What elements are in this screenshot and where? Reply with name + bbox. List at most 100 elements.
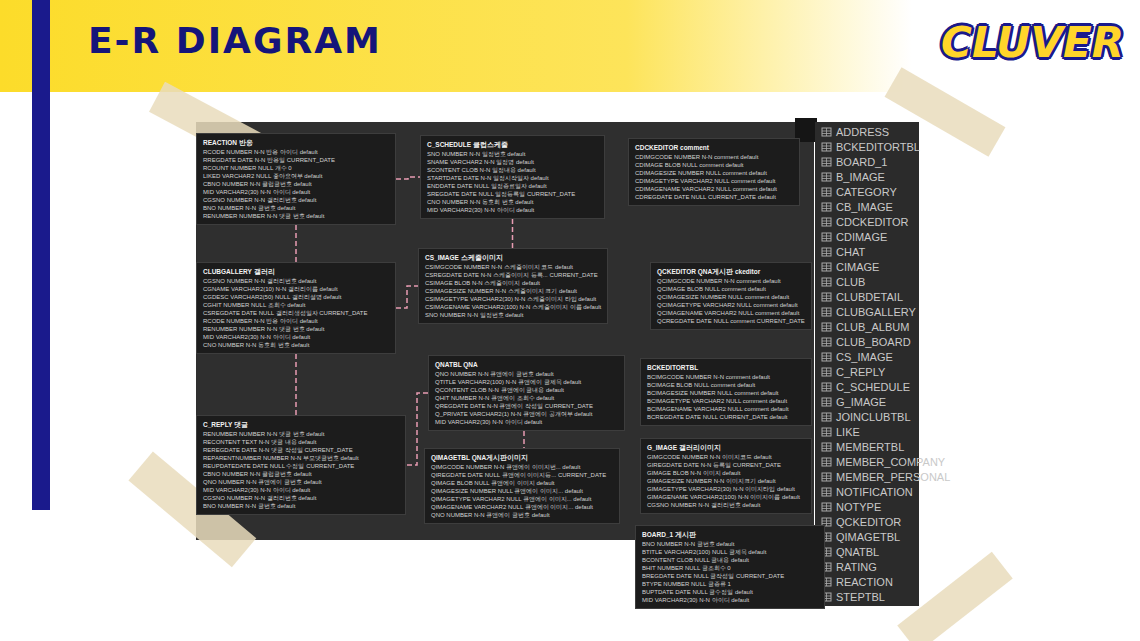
column-row: SREGDATE DATE NULL 일정등록일 CURRENT_DATE bbox=[427, 190, 598, 198]
column-row: RREGDATE DATE N-N 반응일 CURRENT_DATE bbox=[203, 156, 389, 164]
table-icon bbox=[822, 218, 831, 226]
entity-table: CLUBGALLERY 갤러리CGSNO NUMBER N-N 갤러리번호 de… bbox=[196, 262, 396, 354]
table-list-item: MEMBER_PERSONAL bbox=[836, 471, 950, 484]
column-row: QCIMAGE BLOB NULL comment default bbox=[657, 285, 805, 293]
table-icon bbox=[822, 173, 831, 181]
table-icon-frame bbox=[822, 503, 831, 511]
entity-table: BCKEDITORTBLBCIMGCODE NUMBER N-N comment… bbox=[640, 358, 812, 426]
column-row: BREGDATE DATE NULL 글작성일 CURRENT_DATE bbox=[642, 572, 818, 580]
table-list-item: CHAT bbox=[836, 246, 865, 259]
table-icon bbox=[822, 458, 831, 466]
table-icon bbox=[822, 248, 831, 256]
table-icon-grid bbox=[822, 338, 831, 346]
column-row: RENUMBER NUMBER N-N 댓글 번호 default bbox=[203, 325, 389, 333]
table-list-item: STEPTBL bbox=[836, 591, 885, 604]
column-row: GIMAGE BLOB N-N 이미지 default bbox=[647, 469, 805, 477]
table-icon bbox=[822, 143, 831, 151]
table-list-item: C_SCHEDULE bbox=[836, 381, 910, 394]
table-icon bbox=[822, 308, 831, 316]
column-row: QNO NUMBER N-N 큐앤에이 글번호 default bbox=[435, 370, 618, 378]
table-icon-grid bbox=[822, 473, 831, 481]
table-name: G_IMAGE 갤러리이미지 bbox=[647, 442, 805, 453]
relationship-line bbox=[512, 219, 514, 248]
table-icon-frame bbox=[822, 158, 831, 166]
table-list-item: CLUBGALLERY bbox=[836, 306, 916, 319]
column-row: CNO NUMBER N-N 동호회 번호 default bbox=[203, 341, 389, 349]
entity-table: G_IMAGE 갤러리이미지GIMGCODE NUMBER N-N 이미지코드 … bbox=[640, 438, 812, 514]
column-row: RCODE NUMBER N-N 반응 아이디 default bbox=[203, 317, 389, 325]
table-icon-frame bbox=[822, 368, 831, 376]
table-icon bbox=[822, 398, 831, 406]
table-list-item: JOINCLUBTBL bbox=[836, 411, 911, 424]
column-row: MID VARCHAR2(30) N-N 아이디 default bbox=[203, 486, 399, 494]
table-icon-frame bbox=[822, 128, 831, 136]
tape bbox=[897, 552, 1012, 641]
table-icon bbox=[822, 488, 831, 496]
table-list-item: CLUB_ALBUM bbox=[836, 321, 909, 334]
column-row: MID VARCHAR2(30) N-N 아이디 default bbox=[203, 333, 389, 341]
table-name: C_SCHEDULE 클럽스케줄 bbox=[427, 139, 598, 150]
column-row: RENUMBER NUMBER N-N 댓글 번호 default bbox=[203, 430, 399, 438]
column-row: CSIMAGENAME VARCHAR2(100) N-N 스케줄이미지 이름 … bbox=[425, 303, 601, 311]
column-row: BCIMAGENAME VARCHAR2 NULL comment defaul… bbox=[647, 405, 805, 413]
table-icon bbox=[822, 383, 831, 391]
table-icon-grid bbox=[822, 308, 831, 316]
table-list-item: NOTIFICATION bbox=[836, 486, 913, 499]
column-row: GIMAGESIZE NUMBER N-N 이미지크기 default bbox=[647, 477, 805, 485]
table-icon bbox=[822, 338, 831, 346]
table-list-item: MEMBER_COMPANY bbox=[836, 456, 945, 469]
column-row: STARTDATE DATE N-N 일정시작일자 default bbox=[427, 174, 598, 182]
table-icon-grid bbox=[822, 443, 831, 451]
table-icon-grid bbox=[822, 503, 831, 511]
column-row: QIMAGETYPE VARCHAR2 NULL 큐앤에이 이미지... def… bbox=[431, 495, 613, 503]
column-row: RCOUNT NUMBER NULL 개수 0 bbox=[203, 164, 389, 172]
column-row: GIREGDATE DATE N-N 등록일 CURRENT_DATE bbox=[647, 461, 805, 469]
table-icon bbox=[822, 263, 831, 271]
table-icon bbox=[822, 368, 831, 376]
table-icon-frame bbox=[822, 383, 831, 391]
table-list-item: MEMBERTBL bbox=[836, 441, 904, 454]
table-icon-frame bbox=[822, 263, 831, 271]
column-row: MID VARCHAR2(30) N-N 아이디 default bbox=[435, 418, 618, 426]
column-row: CSIMGCODE NUMBER N-N 스케줄이미지 코드 default bbox=[425, 263, 601, 271]
column-row: BCIMAGESIZE NUMBER NULL comment default bbox=[647, 389, 805, 397]
column-row: REPARENTNUMBER NUMBER N-N 부모댓글번호 default bbox=[203, 454, 399, 462]
table-icon-grid bbox=[822, 143, 831, 151]
table-list-item: BCKEDITORTBL bbox=[836, 141, 920, 154]
column-row: CSIMAGETYPE VARCHAR2(30) N-N 스케줄이미지 타입 d… bbox=[425, 295, 601, 303]
column-row: CBNO NUMBER N-N 클럽글번호 default bbox=[203, 470, 399, 478]
entity-table: QCKEDITOR QNA게시판 ckeditorQCIMGCODE NUMBE… bbox=[650, 262, 812, 330]
table-icon-frame bbox=[822, 488, 831, 496]
column-row: BNO NUMBER N-N 글번호 default bbox=[203, 502, 399, 510]
table-icon-frame bbox=[822, 413, 831, 421]
table-list-item: CDIMAGE bbox=[836, 231, 887, 244]
column-row: BCIMAGETYPE VARCHAR2 NULL comment defaul… bbox=[647, 397, 805, 405]
relationship-line bbox=[396, 286, 418, 308]
table-list-item: QCKEDITOR bbox=[836, 516, 901, 529]
table-icon bbox=[822, 128, 831, 136]
column-row: SNAME VARCHAR2 N-N 일정명 default bbox=[427, 158, 598, 166]
table-icon-grid bbox=[822, 158, 831, 166]
table-icon-frame bbox=[822, 398, 831, 406]
column-row: BCIMAGE BLOB NULL comment default bbox=[647, 381, 805, 389]
table-name: REACTION 반응 bbox=[203, 137, 389, 148]
entity-table: CDCKEDITOR commentCDIMGCODE NUMBER N-N c… bbox=[628, 138, 800, 206]
table-icon bbox=[822, 293, 831, 301]
table-icon bbox=[822, 473, 831, 481]
table-icon-frame bbox=[822, 173, 831, 181]
diagram-canvas bbox=[196, 122, 814, 540]
column-row: QREGDATE DATE N-N 큐앤에이 작성일 CURRENT_DATE bbox=[435, 402, 618, 410]
table-icon-grid bbox=[822, 368, 831, 376]
table-list-item: CIMAGE bbox=[836, 261, 879, 274]
table-list-item: CATEGORY bbox=[836, 186, 897, 199]
column-row: CDIMGCODE NUMBER N-N comment default bbox=[635, 153, 793, 161]
column-row: SCONTENT CLOB N-N 일정내용 default bbox=[427, 166, 598, 174]
column-row: QCONTENT CLOB N-N 큐앤에이 글내용 default bbox=[435, 386, 618, 394]
column-row: ENDDATE DATE NULL 일정종료일자 default bbox=[427, 182, 598, 190]
column-row: CDIMAGETYPE VARCHAR2 NULL comment defaul… bbox=[635, 177, 793, 185]
column-row: REREGDATE DATE N-N 댓글 작성일 CURRENT_DATE bbox=[203, 446, 399, 454]
column-row: GIMGCODE NUMBER N-N 이미지코드 default bbox=[647, 453, 805, 461]
table-icon-frame bbox=[822, 338, 831, 346]
table-icon bbox=[822, 443, 831, 451]
side-bar bbox=[32, 0, 50, 510]
